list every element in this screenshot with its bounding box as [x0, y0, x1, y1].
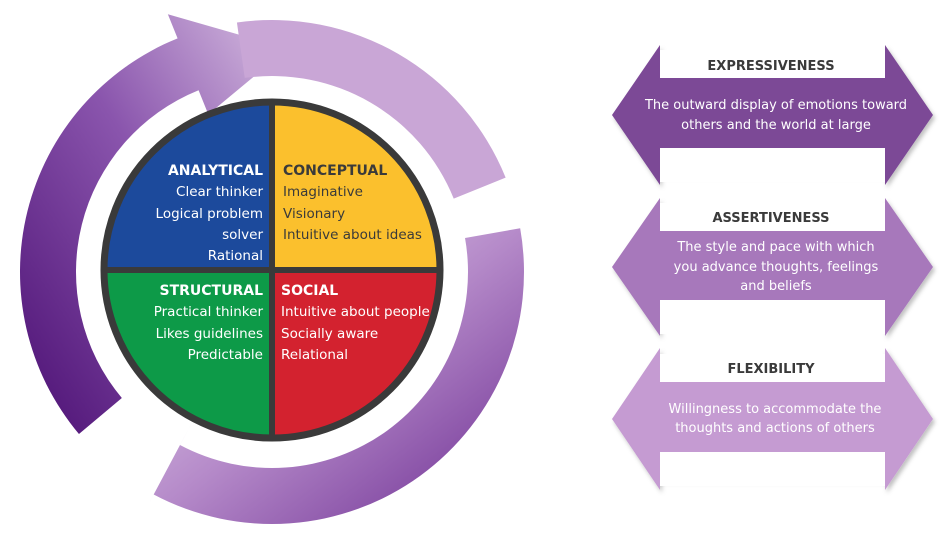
attribute-arrows: EXPRESSIVENESS The outward display of em… — [612, 45, 933, 490]
analytical-line: Rational — [208, 248, 263, 264]
assertiveness-desc-line: you advance thoughts, feelings — [674, 260, 879, 275]
analytical-title: ANALYTICAL — [168, 163, 263, 179]
expressiveness-arrow: EXPRESSIVENESS The outward display of em… — [612, 45, 933, 185]
social-text: SOCIAL Intuitive about people Socially a… — [281, 283, 430, 363]
structural-line: Predictable — [188, 347, 263, 363]
analytical-line: solver — [222, 227, 263, 243]
flexibility-desc-line: thoughts and actions of others — [675, 421, 875, 436]
ring-layer — [19, 14, 530, 524]
cycle-arrow-right — [141, 228, 524, 524]
cycle-arrow-left — [19, 14, 288, 434]
quadrant-circle — [100, 98, 444, 442]
analytical-text: ANALYTICAL Clear thinker Logical problem… — [156, 163, 264, 264]
assertiveness-desc-line: and beliefs — [740, 279, 812, 294]
social-line: Socially aware — [281, 326, 378, 342]
quadrant-social — [272, 270, 440, 438]
arrow-separator-box — [660, 452, 885, 486]
structural-line: Practical thinker — [154, 304, 264, 320]
structural-title: STRUCTURAL — [159, 283, 263, 299]
flexibility-arrow: FLEXIBILITY Willingness to accommodate t… — [612, 348, 933, 490]
social-title: SOCIAL — [281, 283, 338, 299]
cycle-arrow-top — [236, 19, 530, 209]
expressiveness-desc-line: The outward display of emotions toward — [644, 98, 907, 113]
flexibility-title: FLEXIBILITY — [727, 362, 815, 377]
expressiveness-label-box — [660, 50, 885, 78]
social-line: Relational — [281, 347, 348, 363]
assertiveness-desc-line: The style and pace with which — [676, 240, 874, 255]
social-line: Intuitive about people — [281, 304, 430, 320]
circle-border — [100, 98, 444, 442]
conceptual-text: CONCEPTUAL Imaginative Visionary Intuiti… — [283, 163, 422, 243]
expressiveness-title: EXPRESSIVENESS — [707, 59, 834, 74]
assertiveness-arrow: ASSERTIVENESS The style and pace with wh… — [612, 198, 933, 336]
flexibility-desc-line: Willingness to accommodate the — [669, 402, 882, 417]
conceptual-line: Visionary — [283, 206, 345, 222]
arrow-separator-box — [660, 300, 885, 334]
quadrant-conceptual — [272, 102, 440, 270]
flexibility-label-box — [660, 354, 885, 382]
analytical-line: Clear thinker — [176, 184, 263, 200]
conceptual-line: Imaginative — [283, 184, 363, 200]
structural-line: Likes guidelines — [156, 326, 263, 342]
structural-text: STRUCTURAL Practical thinker Likes guide… — [154, 283, 264, 363]
assertiveness-label-box — [660, 203, 885, 231]
conceptual-line: Intuitive about ideas — [283, 227, 422, 243]
conceptual-title: CONCEPTUAL — [283, 163, 387, 179]
quadrant-analytical — [104, 102, 272, 270]
quadrant-structural — [104, 270, 272, 438]
assertiveness-title: ASSERTIVENESS — [712, 211, 829, 226]
expressiveness-desc-line: others and the world at large — [681, 118, 871, 133]
analytical-line: Logical problem — [156, 206, 263, 222]
arrow-separator-box — [660, 148, 885, 182]
